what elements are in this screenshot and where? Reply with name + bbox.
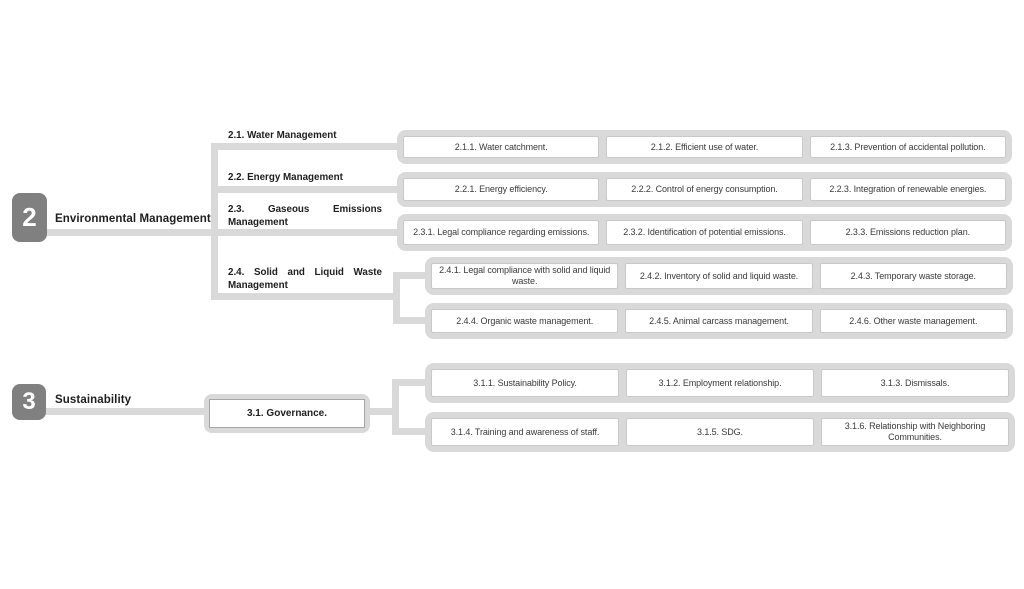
connector-line (399, 428, 425, 435)
section-3-label: Sustainability (55, 394, 132, 406)
row-2-1: 2.1.1. Water catchment. 2.1.2. Efficient… (397, 130, 1012, 164)
branch-2-4-label: 2.4. Solid and Liquid Waste Management (228, 267, 382, 291)
cell-2-3-1: 2.3.1. Legal compliance regarding emissi… (403, 220, 600, 245)
cell-2-4-3: 2.4.3. Temporary waste storage. (819, 263, 1007, 289)
row-2-4-b: 2.4.4. Organic waste management. 2.4.5. … (425, 303, 1013, 339)
branch-2-1-label: 2.1. Water Management (228, 130, 337, 141)
cell-3-1-6: 3.1.6. Relationship with Neighboring Com… (821, 418, 1009, 446)
cell-2-2-3: 2.2.3. Integration of renewable energies… (809, 178, 1006, 201)
row-2-3: 2.3.1. Legal compliance regarding emissi… (397, 214, 1012, 251)
connector-line (45, 408, 207, 415)
branch-2-3-label: 2.3. Gaseous Emissions Management (228, 204, 382, 228)
connector-line (211, 186, 397, 193)
connector-line (400, 272, 425, 279)
node-3-1-governance-label: 3.1. Governance. (209, 399, 365, 428)
section-2-badge: 2 (12, 193, 47, 242)
cell-3-1-2: 3.1.2. Employment relationship. (626, 369, 814, 397)
connector-line (399, 379, 425, 386)
connector-line (211, 143, 397, 150)
cell-3-1-4: 3.1.4. Training and awareness of staff. (431, 418, 619, 446)
section-2-label: Environmental Management (55, 213, 211, 225)
connector-line (45, 229, 397, 236)
cell-2-4-5: 2.4.5. Animal carcass management. (625, 309, 813, 333)
connector-line (393, 272, 400, 324)
cell-3-1-5: 3.1.5. SDG. (626, 418, 814, 446)
node-3-1-governance: 3.1. Governance. (204, 394, 370, 433)
cell-2-1-3: 2.1.3. Prevention of accidental pollutio… (809, 136, 1006, 158)
cell-2-4-2: 2.4.2. Inventory of solid and liquid was… (625, 263, 813, 289)
cell-2-3-2: 2.3.2. Identification of potential emiss… (606, 220, 803, 245)
row-3-1-a: 3.1.1. Sustainability Policy. 3.1.2. Emp… (425, 363, 1015, 403)
row-2-2: 2.2.1. Energy efficiency. 2.2.2. Control… (397, 172, 1012, 207)
cell-2-4-4: 2.4.4. Organic waste management. (431, 309, 619, 333)
connector-line (400, 317, 425, 324)
row-2-4-a: 2.4.1. Legal compliance with solid and l… (425, 257, 1013, 295)
cell-3-1-3: 3.1.3. Dismissals. (821, 369, 1009, 397)
cell-2-4-6: 2.4.6. Other waste management. (819, 309, 1007, 333)
cell-2-2-2: 2.2.2. Control of energy consumption. (606, 178, 803, 201)
connector-line (369, 408, 393, 415)
row-3-1-b: 3.1.4. Training and awareness of staff. … (425, 412, 1015, 452)
connector-line (392, 379, 399, 435)
cell-3-1-1: 3.1.1. Sustainability Policy. (431, 369, 619, 397)
cell-2-1-2: 2.1.2. Efficient use of water. (606, 136, 803, 158)
branch-2-2-label: 2.2. Energy Management (228, 172, 343, 183)
cell-2-3-3: 2.3.3. Emissions reduction plan. (809, 220, 1006, 245)
connector-line (211, 293, 400, 300)
cell-2-4-1: 2.4.1. Legal compliance with solid and l… (431, 263, 619, 289)
section-3-badge: 3 (12, 384, 46, 420)
cell-2-1-1: 2.1.1. Water catchment. (403, 136, 600, 158)
connector-line (211, 143, 218, 300)
cell-2-2-1: 2.2.1. Energy efficiency. (403, 178, 600, 201)
